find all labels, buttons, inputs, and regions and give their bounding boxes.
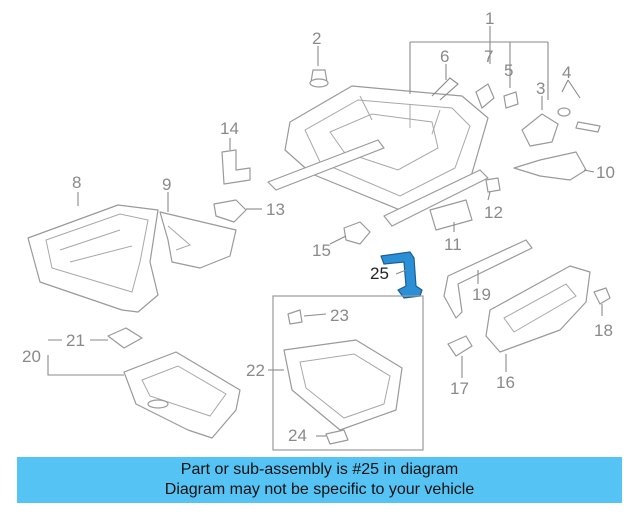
part-4-fasteners [557,107,601,133]
callout-25: 25 [370,264,389,283]
callout-12: 12 [484,203,503,222]
cushion-cover [159,211,237,269]
banner-line-1: Part or sub-assembly is #25 in diagram [180,461,459,478]
part-6-cable [431,77,459,101]
part-11-trim [429,199,473,231]
callout-15: 15 [312,241,331,260]
callout-5: 5 [504,61,513,80]
part-25-bracket-highlighted [380,251,423,299]
callout-22: 22 [246,361,265,380]
seat-frame-assembly [267,85,489,227]
seat-cushion-pad [27,204,159,313]
callout-13: 13 [266,200,285,219]
part-info-banner: Part or sub-assembly is #25 in diagram D… [17,457,622,503]
part-7-switch [475,83,495,109]
callout-1: 1 [485,9,494,28]
callout-14: 14 [220,119,239,138]
callout-17: 17 [450,379,469,398]
banner-line-2: Diagram may not be specific to your vehi… [164,481,475,498]
callout-10: 10 [596,163,615,182]
callout-16: 16 [496,373,515,392]
callout-21: 21 [66,331,85,350]
part-10-bracket [513,151,587,181]
callout-23: 23 [330,306,349,325]
callout-9: 9 [162,175,171,194]
callout-4: 4 [562,63,571,82]
callout-18: 18 [594,321,613,340]
callout-11: 11 [444,235,462,254]
part-22-subassembly-box [272,295,424,451]
callout-3: 3 [536,79,545,98]
part-14-clip [221,149,251,185]
callout-6: 6 [440,47,449,66]
part-12-pad [485,177,501,193]
part-16-side-shield [485,265,591,353]
callout-2: 2 [312,29,321,48]
part-2-bolt [309,69,329,88]
callout-20: 20 [22,347,41,366]
part-17-cap [447,335,473,357]
callout-8: 8 [72,173,81,192]
part-18-clip [593,287,611,305]
part-15-bracket [343,221,371,245]
leader-lines [47,26,603,437]
part-20-tray [123,351,241,439]
callout-labels: 1 2 3 4 5 6 7 8 9 10 11 12 13 14 15 16 1… [22,9,615,445]
part-21-pad [107,327,143,349]
callout-24: 24 [288,426,307,445]
part-5-clip [503,91,519,109]
callout-19: 19 [472,285,491,304]
part-13-bracket [213,199,247,223]
part-3-cover [521,113,559,147]
part-19-frame [443,239,533,319]
callout-7: 7 [484,47,493,66]
